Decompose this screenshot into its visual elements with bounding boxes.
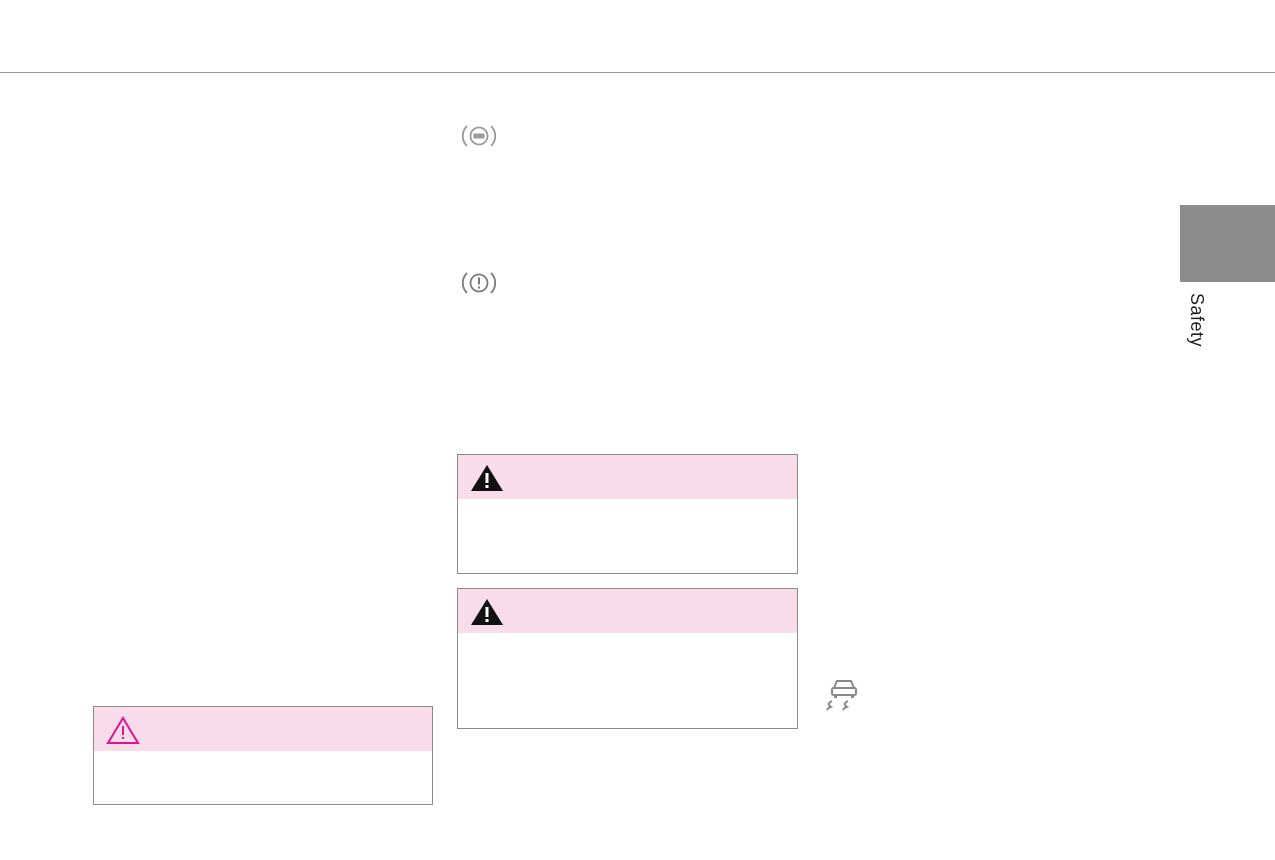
chapter-tab-label: Safety [1187, 293, 1207, 348]
electronic-stability-control-icon [826, 680, 857, 711]
caution-box [93, 706, 433, 805]
header-divider [0, 72, 1275, 73]
warning-triangle-outline-icon [106, 716, 140, 744]
abs-warning-light-icon [462, 125, 496, 147]
warning-box-header [458, 589, 797, 633]
warning-box [457, 454, 798, 574]
warning-triangle-filled-icon [471, 465, 503, 491]
caution-box-header [94, 707, 432, 751]
brake-system-warning-light-icon [462, 272, 496, 294]
warning-box [457, 588, 798, 729]
warning-triangle-filled-icon [471, 599, 503, 625]
chapter-tab[interactable] [1180, 205, 1275, 282]
warning-box-header [458, 455, 797, 499]
